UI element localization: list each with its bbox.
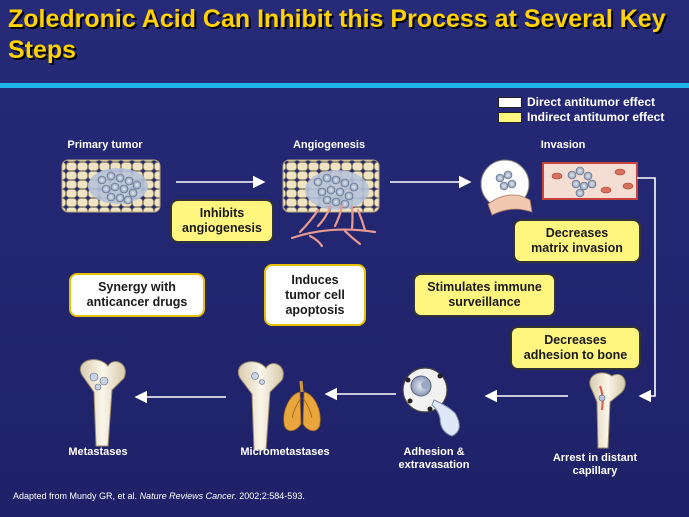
effect-decreases-adhesion-to-bone: Decreases adhesion to bone [510,326,641,370]
citation: Adapted from Mundy GR, et al. Nature Rev… [13,491,305,501]
stage-label-metastases: Metastases [68,446,128,458]
legend-direct: Direct antitumor effect [498,95,655,109]
stage-label-adhesion: Adhesion & extravasation [398,446,470,471]
stage-label-invasion: Invasion [540,139,586,151]
arrow-invasion-to-arrest [637,177,656,403]
citation-journal: Nature Reviews Cancer. [139,491,237,501]
citation-details: 2002;2:584-593. [236,491,305,501]
arrest-illustration [589,372,626,449]
effect-synergy-anticancer-drugs: Synergy with anticancer drugs [69,273,205,317]
primary-tumor-illustration [61,159,161,213]
stage-label-micrometastases: Micrometastases [240,446,330,458]
metastases-illustration [79,359,126,447]
process-arrows [134,175,656,404]
legend-label-direct: Direct antitumor effect [527,95,656,109]
slide-title: Zoledronic Acid Can Inhibit this Process… [8,5,666,64]
citation-authors: Adapted from Mundy GR, et al. [13,491,140,501]
legend-indirect: Indirect antitumor effect [498,110,664,124]
effect-induces-apoptosis: Induces tumor cell apoptosis [264,264,366,326]
effect-decreases-matrix-invasion: Decreases matrix invasion [513,219,641,263]
legend-swatch-direct [498,96,522,108]
micrometastases-illustration [237,361,321,451]
legend-label-indirect: Indirect antitumor effect [527,110,665,124]
stage-label-primary-tumor: Primary tumor [67,139,143,151]
title-divider [0,83,689,88]
stage-label-angiogenesis: Angiogenesis [292,139,366,151]
effect-stimulates-immune-surveillance: Stimulates immune surveillance [413,273,556,317]
legend-swatch-indirect [498,111,522,123]
effect-inhibits-angiogenesis: Inhibits angiogenesis [170,199,274,243]
stage-label-arrest: Arrest in distant capillary [552,452,638,477]
adhesion-illustration [402,367,460,437]
angiogenesis-illustration [282,159,380,248]
invasion-illustration [480,159,638,216]
